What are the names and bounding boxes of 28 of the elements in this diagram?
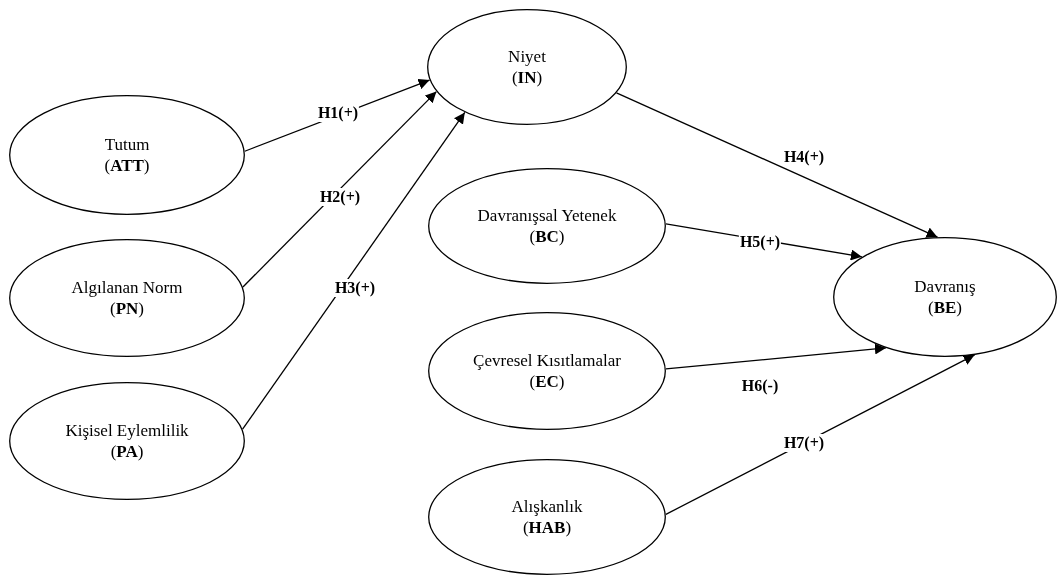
arrow [242,90,438,288]
construct-name: Alışkanlık [511,496,583,517]
construct-abbreviation: (EC) [529,371,565,392]
construct-abbreviation: (BC) [529,226,565,247]
edge-label: H7(+) [782,434,826,452]
construct-name: Davranış [914,276,976,297]
construct-name: Algılanan Norm [71,277,183,298]
edge-label: H2(+) [318,188,362,206]
construct-name: Davranışsal Yetenek [477,205,617,226]
construct-abbreviation: (HAB) [522,517,572,538]
edge-label: H5(+) [738,233,782,251]
construct-name: Kişisel Eylemlilik [65,420,189,441]
edge-label: H3(+) [333,279,377,297]
edge-label: H4(+) [782,148,826,166]
construct-abbreviation: (PN) [110,298,144,319]
construct-name: Niyet [508,46,546,67]
arrow [615,92,939,238]
construct-name: Çevresel Kısıtlamalar [473,350,621,371]
arrow [241,111,466,430]
edge-label: H1(+) [316,104,360,122]
construct-abbreviation: (IN) [511,67,543,88]
arrow [665,343,887,370]
construct-abbreviation: (ATT) [104,155,150,176]
arrow [665,354,976,516]
construct-abbreviation: (BE) [928,297,962,318]
construct-name: Tutum [104,134,150,155]
edge-label: H6(-) [740,377,780,395]
construct-abbreviation: (PA) [110,441,144,462]
